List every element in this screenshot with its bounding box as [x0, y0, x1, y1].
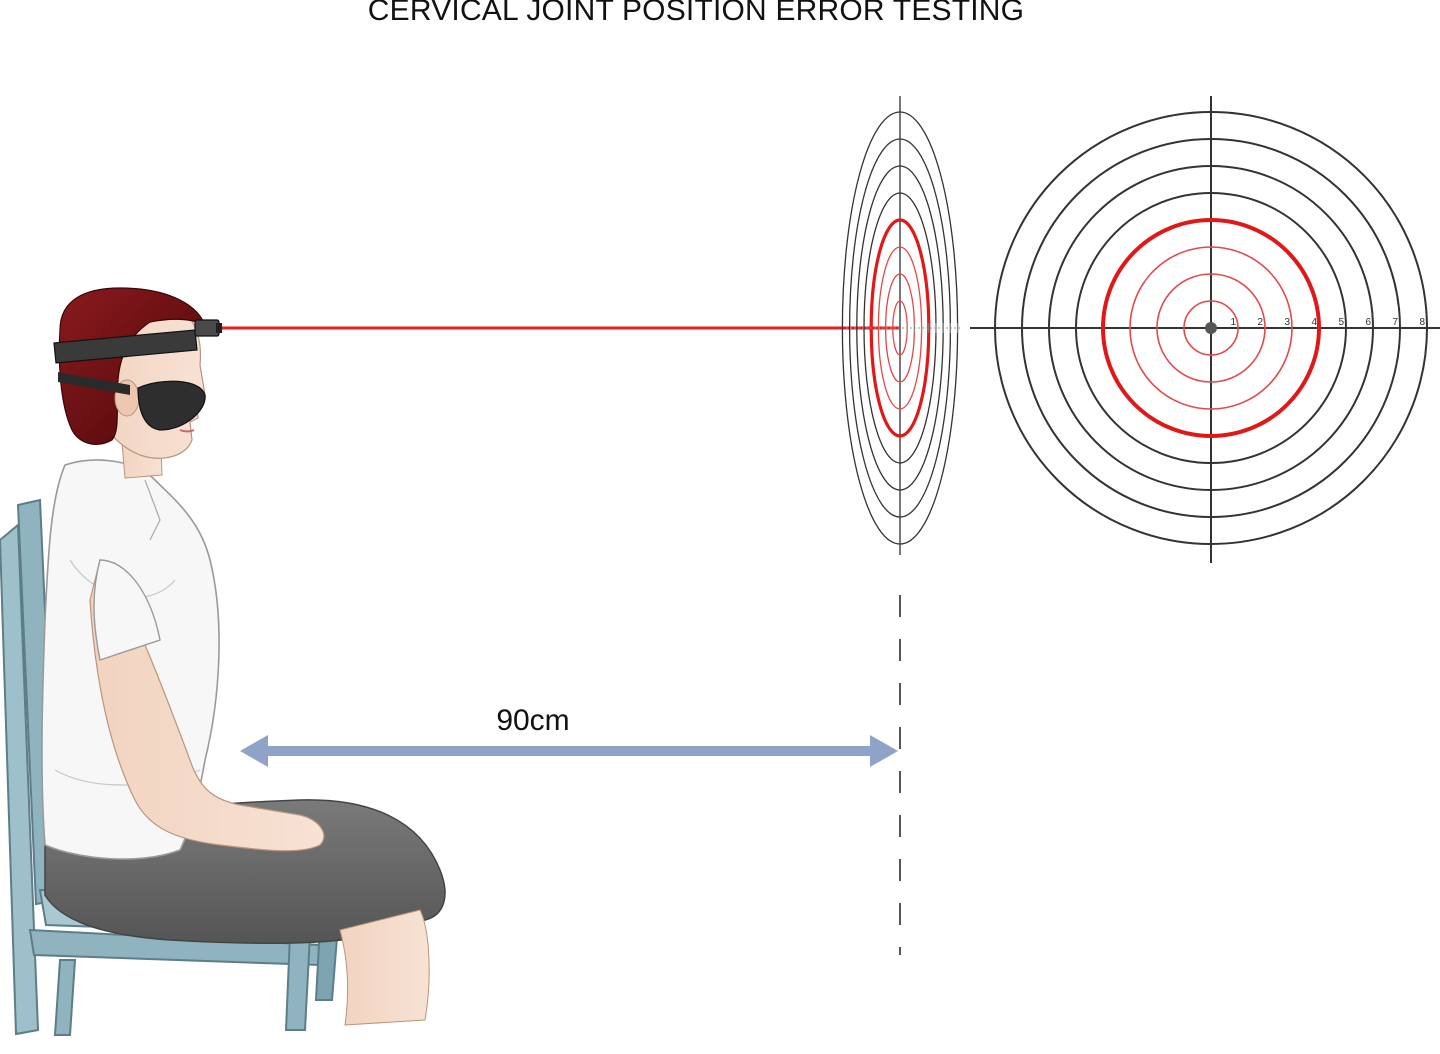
- front-ring-4: [1101, 218, 1321, 438]
- distance-label: 90cm: [496, 704, 569, 737]
- laser-headband-icon: [53, 319, 222, 364]
- front-ring-number: 7: [1392, 317, 1398, 328]
- front-ring-3: [1129, 246, 1293, 410]
- distance-arrow: [240, 735, 898, 767]
- front-ring-number: 1: [1230, 317, 1236, 328]
- front-ring-number: 5: [1338, 317, 1344, 328]
- front-ring-7: [1021, 138, 1401, 518]
- front-ring-number: 6: [1365, 317, 1371, 328]
- blindfold-icon: [58, 372, 206, 431]
- diagram-title: CERVICAL JOINT POSITION ERROR TESTING: [367, 0, 1025, 27]
- front-ring-6: [1048, 165, 1374, 491]
- legs: [339, 909, 430, 1026]
- target-side-view: [841, 96, 962, 555]
- front-ring-1: [1183, 300, 1239, 356]
- front-ring-2: [1156, 273, 1266, 383]
- seated-person-illustration: [0, 287, 446, 1036]
- arm: [89, 558, 325, 852]
- front-ring-number: 3: [1284, 317, 1290, 328]
- front-ring-5: [1075, 192, 1347, 464]
- front-ring-number: 2: [1257, 317, 1263, 328]
- target-front-view: 1 2 3 4 5 6 7 8: [970, 96, 1440, 563]
- front-center-dot: [1205, 322, 1217, 334]
- front-ring-8: [994, 111, 1428, 545]
- front-ring-number: 4: [1311, 317, 1317, 328]
- front-ring-number: 8: [1419, 317, 1425, 328]
